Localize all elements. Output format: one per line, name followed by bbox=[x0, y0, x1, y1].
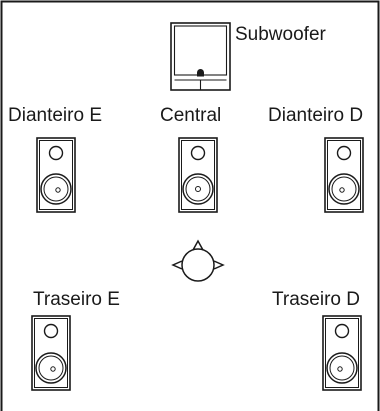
subwoofer-icon bbox=[170, 22, 231, 91]
front-right-label: Dianteiro D bbox=[268, 105, 364, 126]
front-right-speaker-icon bbox=[324, 137, 364, 213]
listener-head-icon bbox=[171, 239, 225, 282]
center-label: Central bbox=[160, 105, 222, 126]
rear-right-label: Traseiro D bbox=[272, 289, 360, 310]
rear-left-speaker-icon bbox=[31, 315, 71, 391]
rear-left-label: Traseiro E bbox=[33, 289, 120, 310]
center-speaker-icon bbox=[178, 137, 218, 213]
subwoofer-label: Subwoofer bbox=[235, 24, 326, 45]
front-left-speaker-icon bbox=[36, 137, 76, 213]
front-left-label: Dianteiro E bbox=[8, 105, 102, 126]
rear-right-speaker-icon bbox=[322, 315, 362, 391]
